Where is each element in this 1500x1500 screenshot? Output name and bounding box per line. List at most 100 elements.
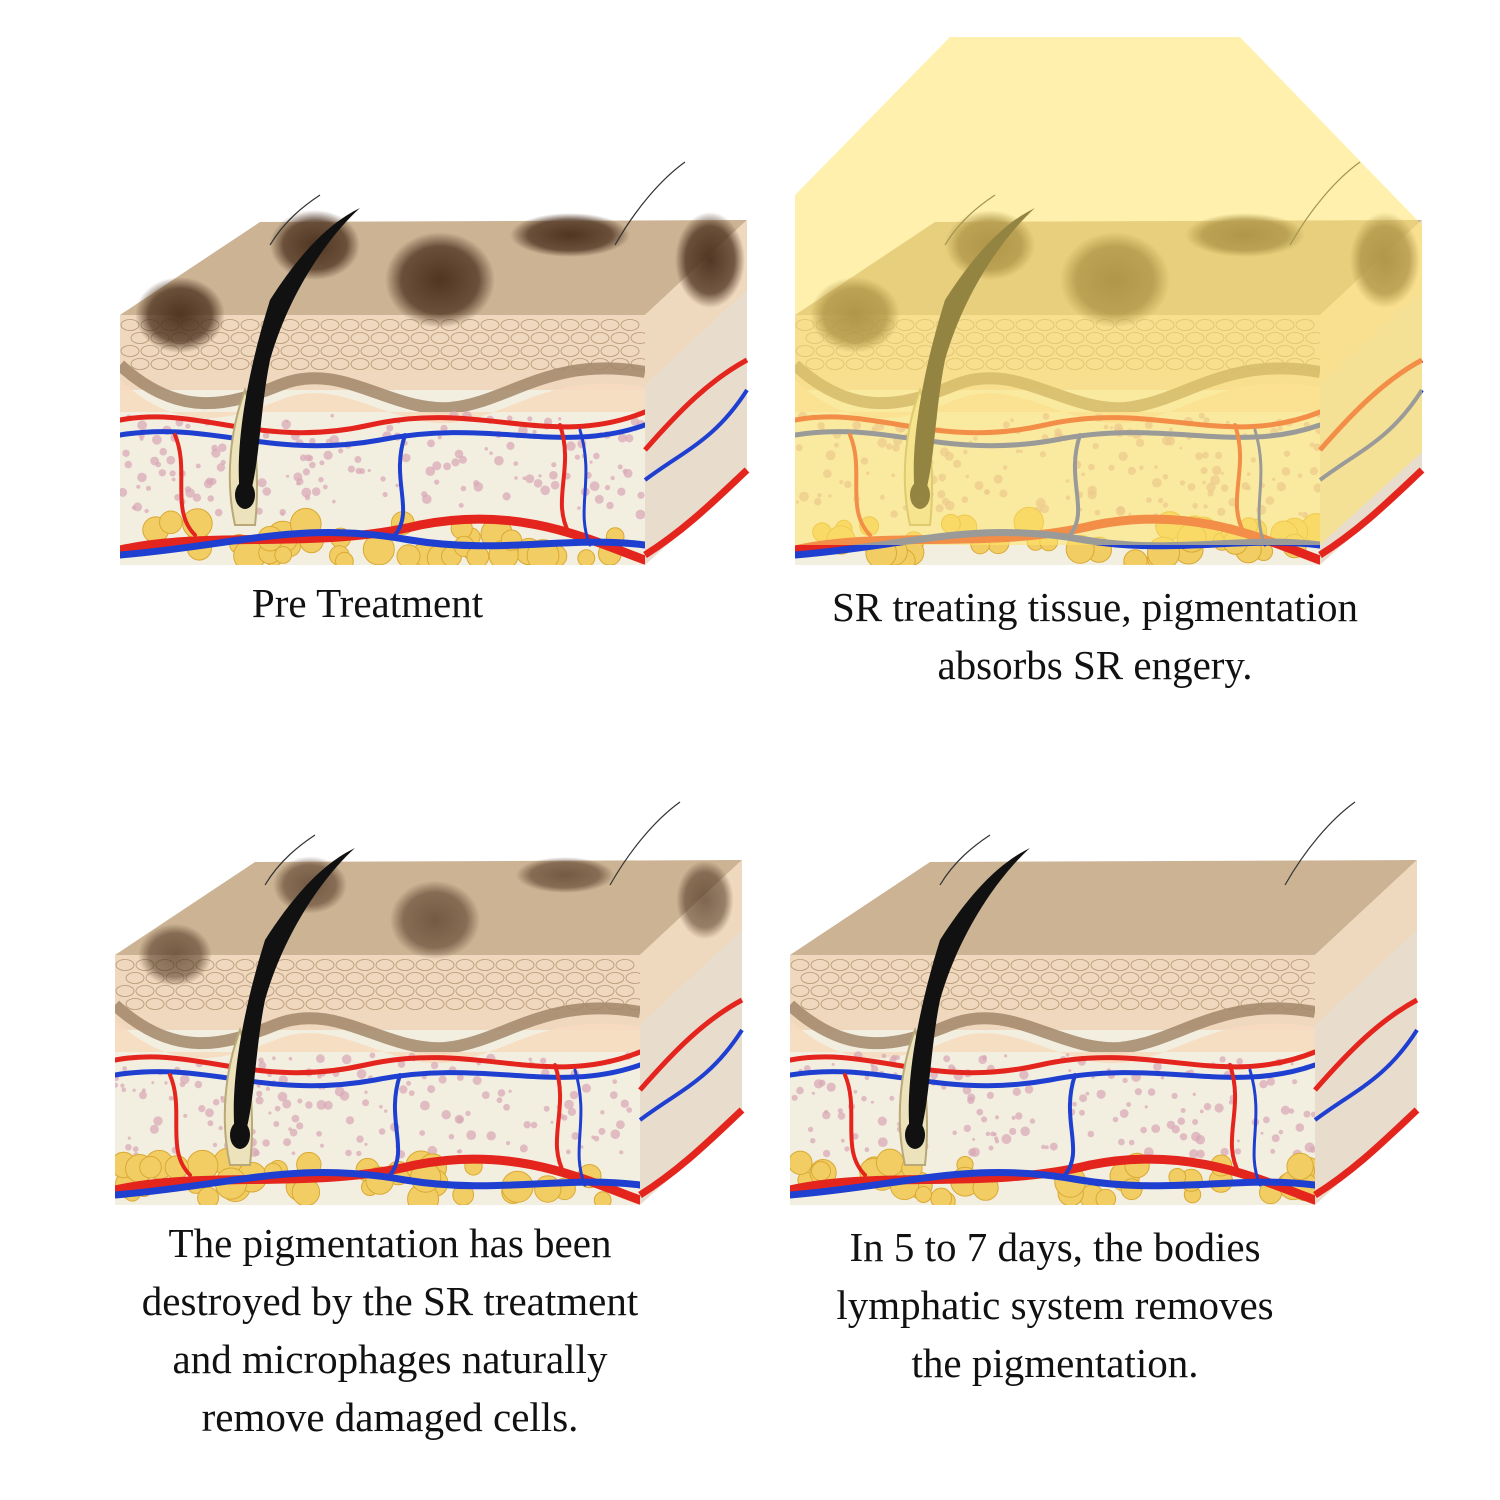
hair-bulb xyxy=(230,1121,250,1149)
dermis-speckle xyxy=(976,1108,984,1116)
dermis-speckle xyxy=(309,438,316,445)
dermis-speckle xyxy=(807,1126,814,1133)
dermis-speckle xyxy=(205,1108,214,1118)
dermis-speckle xyxy=(513,461,519,466)
dermis-speckle xyxy=(589,460,593,464)
cell xyxy=(1010,985,1030,997)
dermis-speckle xyxy=(1087,1130,1095,1138)
dermis-speckle xyxy=(994,1136,999,1141)
skin-cross-section-illustration xyxy=(790,801,1420,1205)
cell xyxy=(1210,959,1230,971)
dermis-speckle xyxy=(503,1103,510,1111)
cell xyxy=(1080,972,1100,984)
dermis-speckle xyxy=(530,1121,538,1129)
dermis-speckle xyxy=(289,1128,298,1137)
cell xyxy=(315,959,335,971)
dermis-speckle xyxy=(379,1104,383,1109)
dermis-speckle xyxy=(281,419,291,430)
dermis-speckle xyxy=(1192,1119,1199,1125)
dermis-speckle xyxy=(408,1090,415,1096)
dermis-speckle xyxy=(155,461,162,468)
cell xyxy=(1140,972,1160,984)
cell xyxy=(290,332,310,344)
cell xyxy=(135,985,155,997)
dermis-speckle xyxy=(345,1116,355,1125)
dermis-speckle xyxy=(519,1144,528,1153)
cell xyxy=(910,959,930,971)
dermis-speckle xyxy=(637,491,645,499)
cell xyxy=(1000,972,1020,984)
dermis-speckle xyxy=(399,1085,408,1094)
cell xyxy=(285,998,305,1010)
dermis-speckle xyxy=(963,1124,971,1133)
dermis-speckle xyxy=(522,476,527,481)
dermis-speckle xyxy=(456,1074,464,1081)
dermis-speckle xyxy=(115,1082,118,1088)
caption-line: SR treating tissue, pigmentation xyxy=(831,584,1359,630)
cell xyxy=(860,998,880,1010)
cell xyxy=(1200,972,1220,984)
pigmentation-spot xyxy=(676,860,734,940)
dermis-speckle xyxy=(952,1130,957,1136)
dermis-speckle xyxy=(274,1105,281,1112)
dermis-speckle xyxy=(127,1136,131,1140)
cell xyxy=(320,319,340,331)
dermis-speckle xyxy=(577,506,581,510)
blood-vessel xyxy=(115,1168,640,1199)
cell xyxy=(1210,985,1230,997)
dermis-speckle xyxy=(508,1089,512,1093)
cell xyxy=(350,332,370,344)
cell xyxy=(210,358,230,370)
dermis-speckle xyxy=(502,492,511,501)
cell xyxy=(1090,985,1110,997)
cell xyxy=(220,345,240,357)
cell xyxy=(1080,998,1100,1010)
dermis-speckle xyxy=(1068,1069,1072,1073)
dermis-speckle xyxy=(581,1083,591,1093)
cell xyxy=(570,332,590,344)
dermis-speckle xyxy=(253,1149,260,1156)
dermis-speckle xyxy=(280,512,285,516)
dermis-speckle xyxy=(305,1101,313,1109)
cell xyxy=(525,972,545,984)
cell xyxy=(140,345,160,357)
dermis-speckle xyxy=(598,1127,606,1135)
cell xyxy=(890,985,910,997)
dermis-speckle xyxy=(1292,1079,1298,1085)
fat-cell xyxy=(577,549,596,565)
pigmentation-spot xyxy=(389,880,481,960)
dermis-speckle xyxy=(323,450,333,460)
dermis-speckle xyxy=(121,1087,127,1093)
cell xyxy=(215,985,235,997)
cell xyxy=(195,985,215,997)
cell xyxy=(445,998,465,1010)
cell xyxy=(1250,985,1270,997)
cell xyxy=(485,972,505,984)
blood-vessel xyxy=(120,528,645,559)
skin-block-pigment-destroyed xyxy=(115,790,745,1210)
cell xyxy=(335,985,355,997)
dermis-speckle xyxy=(291,1114,300,1123)
dermis-speckle xyxy=(364,1090,368,1094)
cell xyxy=(495,959,515,971)
cell xyxy=(870,985,890,997)
dermis-speckle xyxy=(309,461,316,469)
blood-vessel xyxy=(115,1062,640,1089)
cell xyxy=(370,358,390,370)
dermis-speckle xyxy=(443,462,451,471)
dermis-speckle xyxy=(1112,1116,1119,1123)
fine-hair xyxy=(269,194,321,246)
dermis-speckle xyxy=(319,460,325,466)
dermis-speckle xyxy=(1171,1092,1178,1099)
cell xyxy=(1220,972,1240,984)
dermis-speckle xyxy=(1236,1058,1243,1065)
cell xyxy=(1030,959,1050,971)
dermis-speckle xyxy=(296,1122,304,1130)
dermis-speckle xyxy=(299,454,307,462)
dermis-speckle xyxy=(427,439,435,448)
cell xyxy=(1070,959,1090,971)
cell xyxy=(120,345,140,357)
basal-layer xyxy=(115,1000,640,1055)
dermis-speckle xyxy=(864,1147,870,1153)
dermis-speckle xyxy=(448,1133,455,1140)
